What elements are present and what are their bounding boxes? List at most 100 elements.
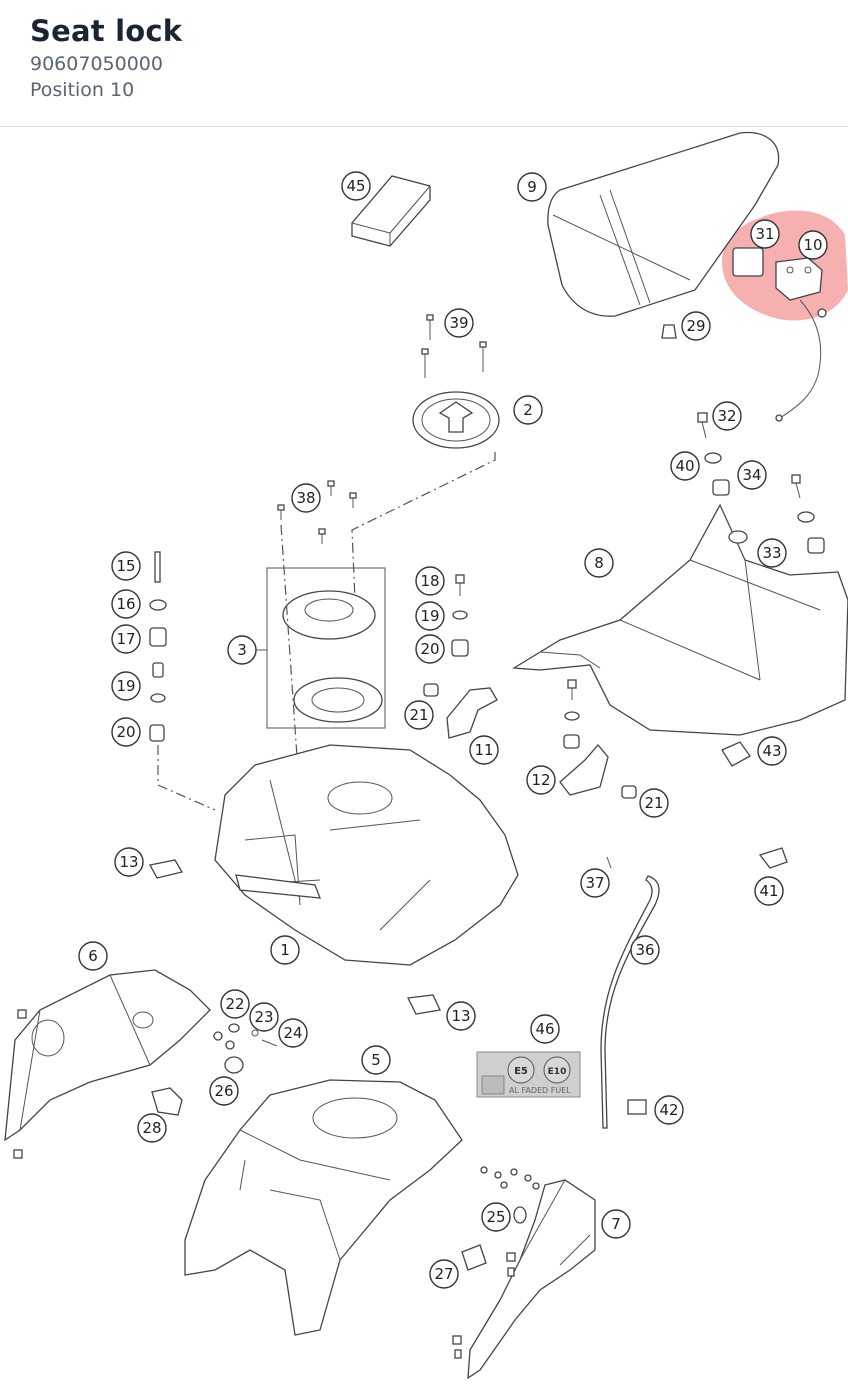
svg-text:31: 31 <box>755 225 774 243</box>
callout-19-mid[interactable]: 19 <box>415 601 445 631</box>
part-small-fasteners-25-27 <box>452 1166 540 1359</box>
callout-28[interactable]: 28 <box>137 1113 167 1143</box>
svg-text:11: 11 <box>474 741 493 759</box>
part-3-tank-flange <box>266 524 386 801</box>
svg-text:2: 2 <box>523 401 533 419</box>
callout-5[interactable]: 5 <box>361 1045 391 1075</box>
svg-text:41: 41 <box>759 882 778 900</box>
callout-37[interactable]: 37 <box>580 868 610 898</box>
svg-text:20: 20 <box>420 640 439 658</box>
part-7-side-cover-right <box>467 1179 596 1380</box>
callout-19-left[interactable]: 19 <box>111 671 141 701</box>
callout-24[interactable]: 24 <box>278 1018 308 1048</box>
callout-46[interactable]: 46 <box>530 1014 560 1044</box>
callout-32[interactable]: 32 <box>712 401 742 431</box>
callout-27[interactable]: 27 <box>429 1259 459 1289</box>
part-6-side-cover-left <box>4 969 211 1159</box>
callout-22[interactable]: 22 <box>220 989 250 1019</box>
callout-13-right[interactable]: 13 <box>446 1001 476 1031</box>
callout-20-left[interactable]: 20 <box>111 717 141 747</box>
callout-34[interactable]: 34 <box>737 460 767 490</box>
svg-text:29: 29 <box>686 317 705 335</box>
assembly-line <box>351 452 496 601</box>
callout-38[interactable]: 38 <box>291 483 321 513</box>
callout-17[interactable]: 17 <box>111 624 141 654</box>
part-number: 90607050000 <box>30 53 163 75</box>
callout-18[interactable]: 18 <box>415 566 445 596</box>
callout-12[interactable]: 12 <box>526 765 556 795</box>
svg-text:46: 46 <box>535 1020 554 1038</box>
callout-2[interactable]: 2 <box>513 395 543 425</box>
callout-15[interactable]: 15 <box>111 551 141 581</box>
position-label: Position 10 <box>30 79 135 101</box>
svg-text:16: 16 <box>116 595 135 613</box>
svg-text:7: 7 <box>611 1215 621 1233</box>
fuel-e5-label: E5 <box>514 1066 528 1077</box>
callout-31[interactable]: 31 <box>750 219 780 249</box>
svg-text:24: 24 <box>283 1024 302 1042</box>
callout-13-left[interactable]: 13 <box>114 847 144 877</box>
svg-text:40: 40 <box>675 457 694 475</box>
svg-text:15: 15 <box>116 557 135 575</box>
fuel-label-text: AL FADED FUEL <box>509 1086 571 1095</box>
svg-text:9: 9 <box>527 178 537 196</box>
svg-text:17: 17 <box>116 630 135 648</box>
callout-43[interactable]: 43 <box>757 736 787 766</box>
callout-29[interactable]: 29 <box>681 311 711 341</box>
part-middle-fasteners <box>423 574 498 739</box>
callout-33[interactable]: 33 <box>757 538 787 568</box>
svg-text:12: 12 <box>531 771 550 789</box>
exploded-parts-diagram: E5 E10 AL FADED FUEL 1 2 3 5 6 7 8 9 10 … <box>4 131 848 1380</box>
svg-text:10: 10 <box>803 236 822 254</box>
svg-text:36: 36 <box>635 941 654 959</box>
part-left-fasteners <box>149 551 216 811</box>
callout-26[interactable]: 26 <box>209 1076 239 1106</box>
callout-40[interactable]: 40 <box>670 451 700 481</box>
svg-text:3: 3 <box>237 641 247 659</box>
callout-3[interactable]: 3 <box>227 635 257 665</box>
svg-text:37: 37 <box>585 874 604 892</box>
svg-text:8: 8 <box>594 554 604 572</box>
callout-11[interactable]: 11 <box>469 735 499 765</box>
callout-41[interactable]: 41 <box>754 876 784 906</box>
part-5-tank-cover <box>184 1079 463 1336</box>
part-38-screws <box>277 480 357 544</box>
callout-39[interactable]: 39 <box>444 308 474 338</box>
svg-text:28: 28 <box>142 1119 161 1137</box>
part-46-fuel-label: E5 E10 AL FADED FUEL <box>476 1051 581 1098</box>
svg-text:19: 19 <box>420 607 439 625</box>
svg-text:32: 32 <box>717 407 736 425</box>
part-hoses-clips <box>600 847 788 1129</box>
svg-text:1: 1 <box>280 941 290 959</box>
svg-text:39: 39 <box>449 314 468 332</box>
callout-20-mid[interactable]: 20 <box>415 634 445 664</box>
callout-8[interactable]: 8 <box>584 548 614 578</box>
svg-text:43: 43 <box>762 742 781 760</box>
callout-21-mid[interactable]: 21 <box>404 700 434 730</box>
callout-7[interactable]: 7 <box>601 1209 631 1239</box>
svg-text:6: 6 <box>88 947 98 965</box>
part-small-fasteners-22-26-28 <box>151 1023 278 1116</box>
part-8-front-seat <box>511 503 848 736</box>
svg-text:23: 23 <box>254 1008 273 1026</box>
callout-1[interactable]: 1 <box>270 935 300 965</box>
svg-text:13: 13 <box>119 853 138 871</box>
callout-45[interactable]: 45 <box>341 171 371 201</box>
part-29-grommet <box>661 324 677 339</box>
callout-21-right[interactable]: 21 <box>639 788 669 818</box>
callout-36[interactable]: 36 <box>630 935 660 965</box>
svg-text:21: 21 <box>644 794 663 812</box>
part-13-pad-left <box>149 859 184 879</box>
svg-text:34: 34 <box>742 466 761 484</box>
callout-6[interactable]: 6 <box>78 941 108 971</box>
svg-text:18: 18 <box>420 572 439 590</box>
callout-42[interactable]: 42 <box>654 1095 684 1125</box>
svg-text:45: 45 <box>346 177 365 195</box>
callout-9[interactable]: 9 <box>517 172 547 202</box>
callout-10[interactable]: 10 <box>798 230 828 260</box>
svg-text:5: 5 <box>371 1051 381 1069</box>
callout-16[interactable]: 16 <box>111 589 141 619</box>
callout-25[interactable]: 25 <box>481 1202 511 1232</box>
callout-23[interactable]: 23 <box>249 1002 279 1032</box>
svg-text:38: 38 <box>296 489 315 507</box>
